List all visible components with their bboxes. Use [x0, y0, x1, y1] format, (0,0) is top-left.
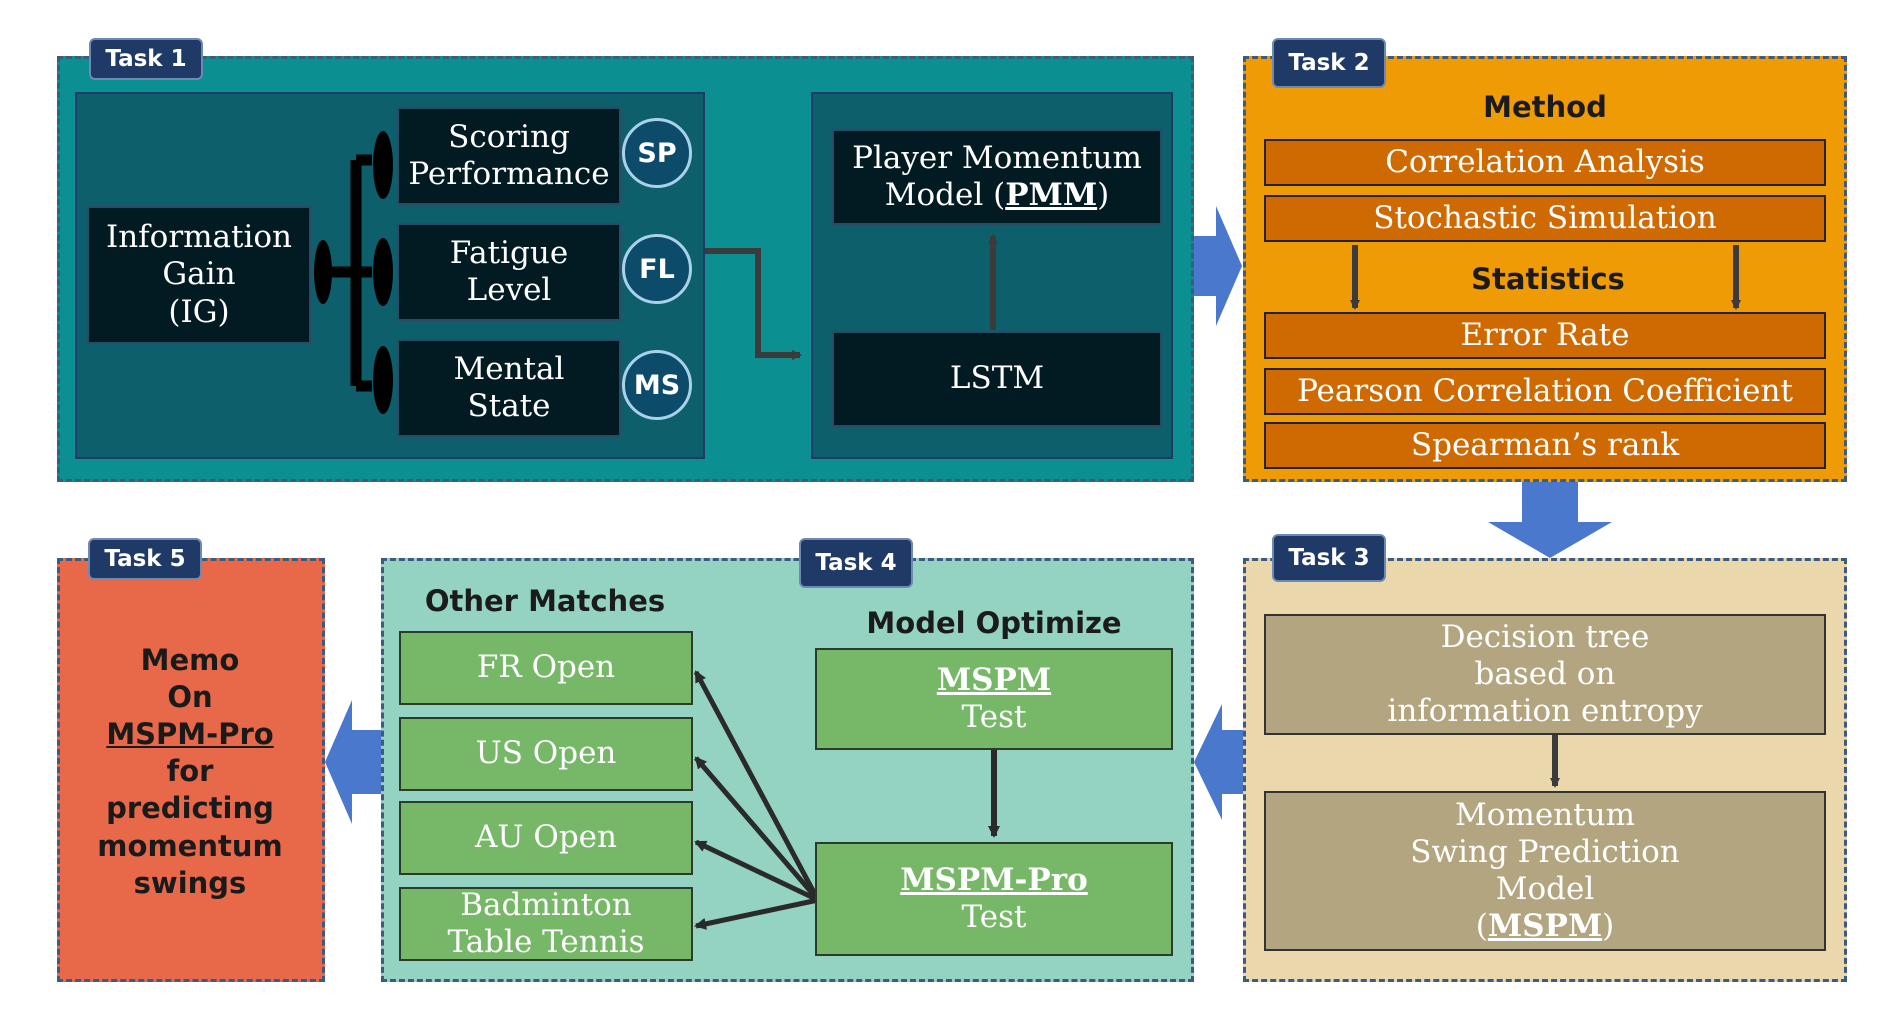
mspm-pro-test-box: MSPM-Pro Test — [815, 842, 1173, 956]
factors-to-lstm-arrow — [705, 248, 802, 360]
statistics-title: Statistics — [1471, 262, 1625, 296]
ms-badge: MS — [622, 350, 692, 420]
memo-text: Memo On MSPM-Pro for predicting momentum… — [97, 643, 283, 900]
match-au-open: AU Open — [399, 801, 693, 875]
task4-to-task5-arrow — [325, 700, 381, 824]
mspm-model-box: Momentum Swing Prediction Model (MSPM) — [1264, 791, 1826, 951]
task3-tag: Task 3 — [1272, 534, 1386, 582]
task3-to-task4-arrow — [1194, 704, 1243, 820]
task4-tag: Task 4 — [799, 538, 913, 588]
scoring-performance-box: Scoring Performance — [397, 107, 621, 205]
fl-badge: FL — [622, 234, 692, 304]
model-optimize-title: Model Optimize — [866, 606, 1122, 640]
match-fr-open: FR Open — [399, 631, 693, 705]
task1-to-task2-arrow — [1194, 206, 1242, 326]
task1-bracket — [314, 131, 393, 414]
match-us-open: US Open — [399, 717, 693, 791]
fatigue-level-box: Fatigue Level — [397, 223, 621, 321]
information-gain-box: Information Gain (IG) — [87, 206, 311, 344]
other-matches-title: Other Matches — [424, 584, 666, 618]
pmm-box: Player Momentum Model (PMM) — [832, 129, 1162, 225]
pearson-correlation-box: Pearson Correlation Coefficient — [1264, 368, 1826, 415]
task1-tag: Task 1 — [89, 38, 203, 80]
sp-badge: SP — [622, 118, 692, 188]
spearman-rank-box: Spearman’s rank — [1264, 422, 1826, 469]
error-rate-box: Error Rate — [1264, 312, 1826, 359]
task5-tag: Task 5 — [88, 538, 202, 580]
decision-tree-box: Decision tree based on information entro… — [1264, 614, 1826, 735]
lstm-box: LSTM — [832, 331, 1162, 427]
match-badminton-table-tennis: Badminton Table Tennis — [399, 887, 693, 961]
method-title: Method — [1483, 90, 1607, 124]
stochastic-simulation-box: Stochastic Simulation — [1264, 195, 1826, 242]
mspm-test-box: MSPM Test — [815, 648, 1173, 750]
task2-to-task3-arrow — [1488, 482, 1612, 558]
mental-state-box: Mental State — [397, 339, 621, 437]
task5-panel — [57, 558, 325, 982]
task2-tag: Task 2 — [1272, 38, 1386, 88]
correlation-analysis-box: Correlation Analysis — [1264, 139, 1826, 186]
matches-fan-arrows — [693, 670, 821, 930]
